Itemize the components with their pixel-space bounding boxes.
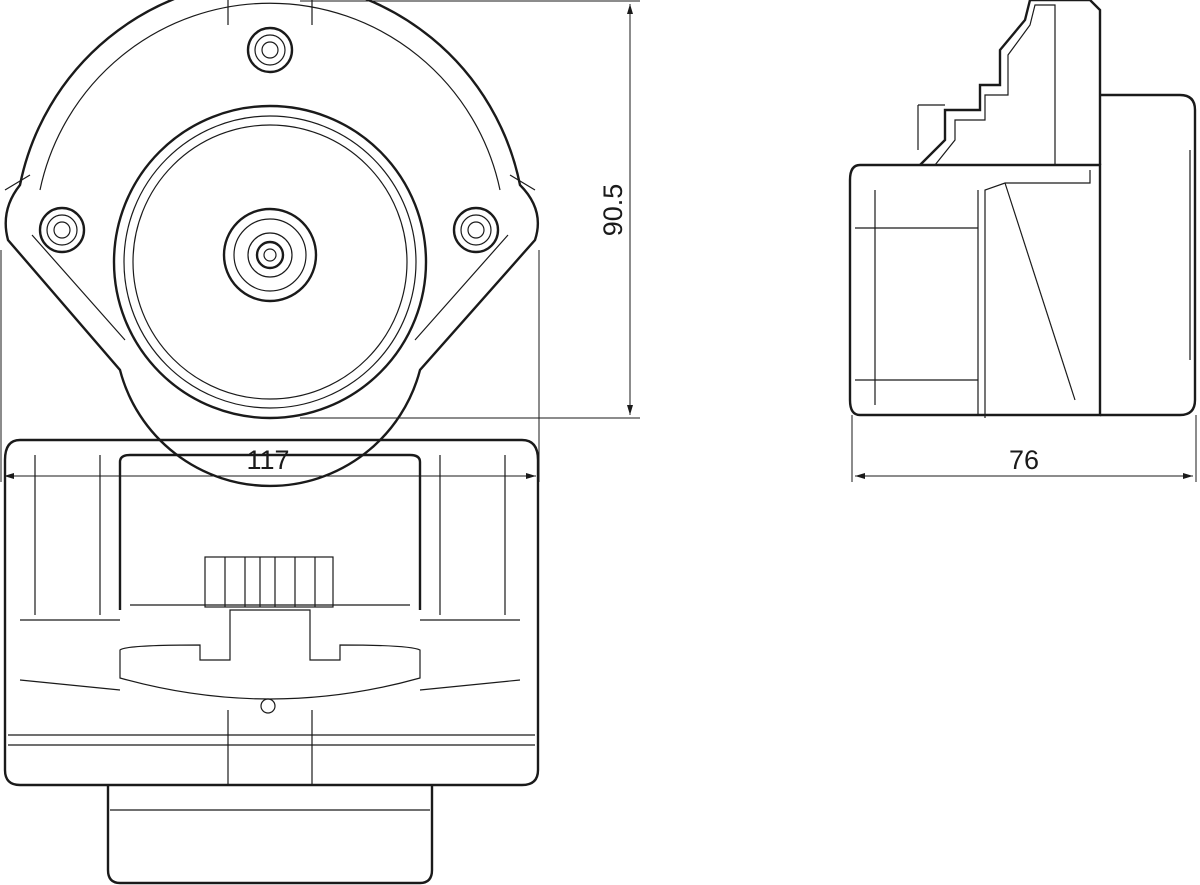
- mount-hole-right: [452, 206, 500, 254]
- bottom-view: [3, 438, 540, 885]
- width-dimension-label: 117: [246, 445, 289, 475]
- mount-hole-left: [38, 206, 86, 254]
- height-dimension-label: 90.5: [598, 184, 628, 237]
- side-view: [848, 0, 1197, 418]
- front-view: [4, 0, 540, 488]
- dimension-lines: [0, 0, 1197, 482]
- depth-dimension-label: 76: [1009, 445, 1039, 475]
- mount-hole-top: [246, 26, 294, 74]
